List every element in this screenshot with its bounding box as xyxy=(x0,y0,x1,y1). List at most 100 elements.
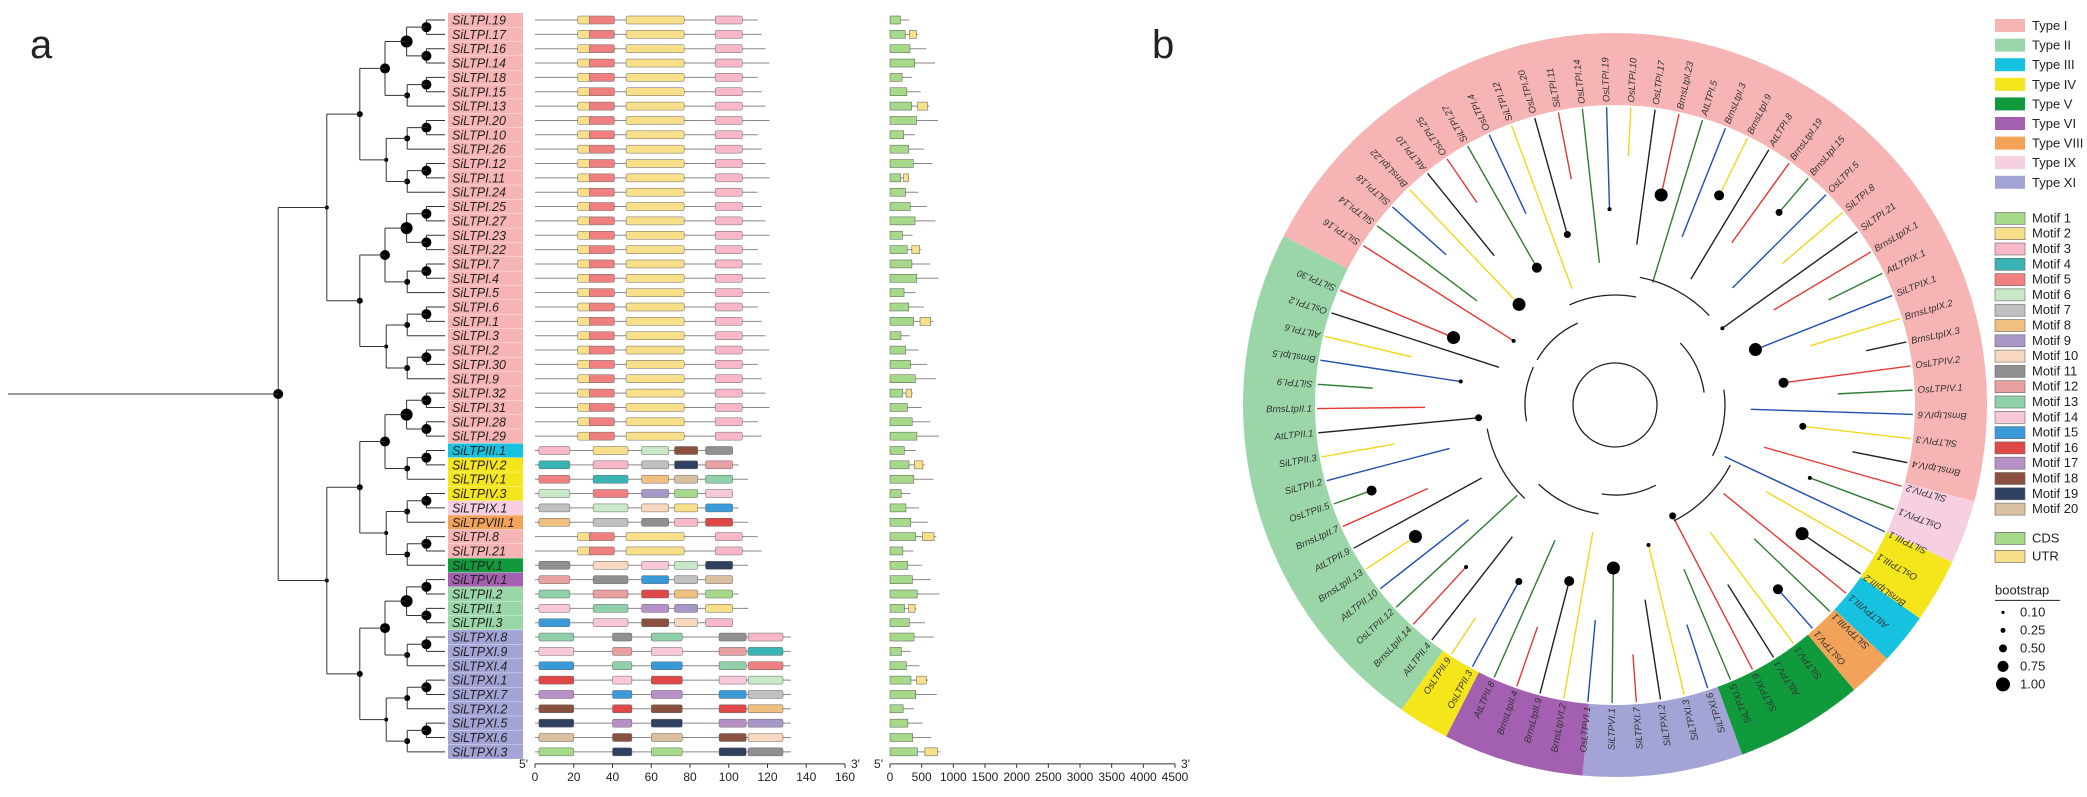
gene-legend-label: CDS xyxy=(2032,530,2060,545)
motif-box xyxy=(641,518,669,527)
gene-axis-tick-label: 4000 xyxy=(1130,770,1157,784)
circular-leaf-label: SiLTPXI.7 xyxy=(1632,706,1646,749)
inner-arc-branch xyxy=(1679,342,1705,393)
cds-box xyxy=(889,231,903,240)
cds-box xyxy=(889,73,903,82)
motif-box xyxy=(714,130,743,140)
motif-box xyxy=(641,503,669,513)
bootstrap-node xyxy=(1464,564,1469,569)
radial-branch xyxy=(1471,581,1520,668)
motif-legend-swatch xyxy=(1994,472,2026,485)
motif-box xyxy=(651,747,683,757)
motif-box xyxy=(641,489,669,498)
radial-branch xyxy=(1510,125,1573,289)
radial-branch xyxy=(1376,225,1478,302)
radial-branch xyxy=(1408,188,1520,305)
bootstrap-node xyxy=(1606,561,1620,575)
leaf-label: SiLTPI.27 xyxy=(452,214,507,228)
bootstrap-node xyxy=(1475,414,1483,422)
motif-box xyxy=(538,446,571,455)
leaf-type-box xyxy=(448,84,523,99)
gene-axis-tick-label: 500 xyxy=(912,770,932,784)
motif-box xyxy=(714,116,743,125)
type-legend-label: Type VI xyxy=(2032,116,2076,131)
motif-box xyxy=(589,345,615,355)
motif-box xyxy=(538,661,574,670)
motif-box xyxy=(714,101,743,111)
motif-box xyxy=(589,360,615,369)
motif-box xyxy=(625,388,685,398)
leaf-label: SiLTPI.4 xyxy=(452,272,499,286)
motif-box xyxy=(651,690,683,699)
leaf-label: SiLTPI.21 xyxy=(452,544,506,558)
motif-axis-tick-label: 40 xyxy=(606,770,620,784)
cds-box xyxy=(889,274,917,283)
motif-box xyxy=(674,503,698,513)
cds-box xyxy=(889,532,916,541)
motif-box xyxy=(589,58,615,68)
leaf-type-box xyxy=(448,457,523,472)
utr-box xyxy=(922,532,935,541)
bootstrap-legend-title: bootstrap xyxy=(1995,582,2049,597)
cds-box xyxy=(889,58,916,68)
motif-box xyxy=(747,704,784,714)
cds-box xyxy=(889,589,918,599)
radial-branch xyxy=(1488,134,1527,215)
motif-box xyxy=(674,518,698,527)
cds-box xyxy=(889,747,918,757)
motif-box xyxy=(589,44,615,53)
motif-legend-swatch xyxy=(1994,227,2026,240)
leaf-label: SiLTPI.32 xyxy=(452,387,506,401)
motif-box xyxy=(674,460,698,470)
leaf-label: SiLTPIV.1 xyxy=(452,473,506,487)
radial-branch xyxy=(1636,109,1656,245)
cds-box xyxy=(889,604,905,613)
motif-box xyxy=(747,647,784,656)
motif-legend-swatch xyxy=(1994,395,2026,409)
panel-a-gene-structure xyxy=(889,15,940,757)
circular-leaf-label: SiLTPVI.1 xyxy=(1607,708,1618,750)
radial-branch xyxy=(1365,535,1416,570)
leaf-type-box xyxy=(448,285,523,300)
type-legend-swatch xyxy=(1995,58,2025,72)
radial-branch xyxy=(1611,567,1615,703)
motif-box xyxy=(625,87,685,96)
motif-box xyxy=(674,589,698,599)
radial-branch xyxy=(1721,231,1858,329)
motif-box xyxy=(589,274,615,283)
leaf-label: SiLTPIII.1 xyxy=(452,444,506,458)
radial-branch xyxy=(1446,158,1478,204)
motif-box xyxy=(589,144,615,154)
type-sector xyxy=(1834,577,1920,659)
motif-legend-swatch xyxy=(1994,273,2026,286)
inner-arc-branch xyxy=(1711,389,1726,457)
panel-a-leaf-labels: SiLTPI.19SiLTPI.17SiLTPI.16SiLTPI.14SiLT… xyxy=(448,13,523,759)
motif-box xyxy=(592,604,629,613)
motif-box xyxy=(538,604,571,613)
motif-box xyxy=(714,331,743,340)
motif-box xyxy=(538,503,571,513)
motif-box xyxy=(538,632,574,642)
circular-leaf-label: BrnsLtpII.1 xyxy=(1266,404,1312,416)
circular-leaf-label: OsLTPI.14 xyxy=(1572,59,1588,105)
radial-branch xyxy=(1732,194,1827,289)
motif-axis-tick-label: 100 xyxy=(719,770,739,784)
leaf-label: SiLTPXI.1 xyxy=(452,674,507,688)
leaf-type-box xyxy=(448,314,523,329)
type-sector xyxy=(1807,609,1888,690)
leaf-type-box xyxy=(448,558,523,573)
cds-box xyxy=(889,417,913,427)
motif-box xyxy=(625,360,685,369)
type-legend-label: Type V xyxy=(2032,96,2073,111)
cds-box xyxy=(889,187,906,197)
motif-box xyxy=(718,704,747,714)
gene-axis-tick-label: 1000 xyxy=(940,770,967,784)
motif-legend-swatch xyxy=(1994,380,2026,394)
radial-branch xyxy=(1326,447,1450,482)
motif-box xyxy=(612,632,633,642)
utr-box xyxy=(903,173,909,183)
motif-box xyxy=(538,647,574,656)
leaf-type-box xyxy=(448,99,523,114)
leaf-label: SiLTPXI.4 xyxy=(452,659,507,673)
